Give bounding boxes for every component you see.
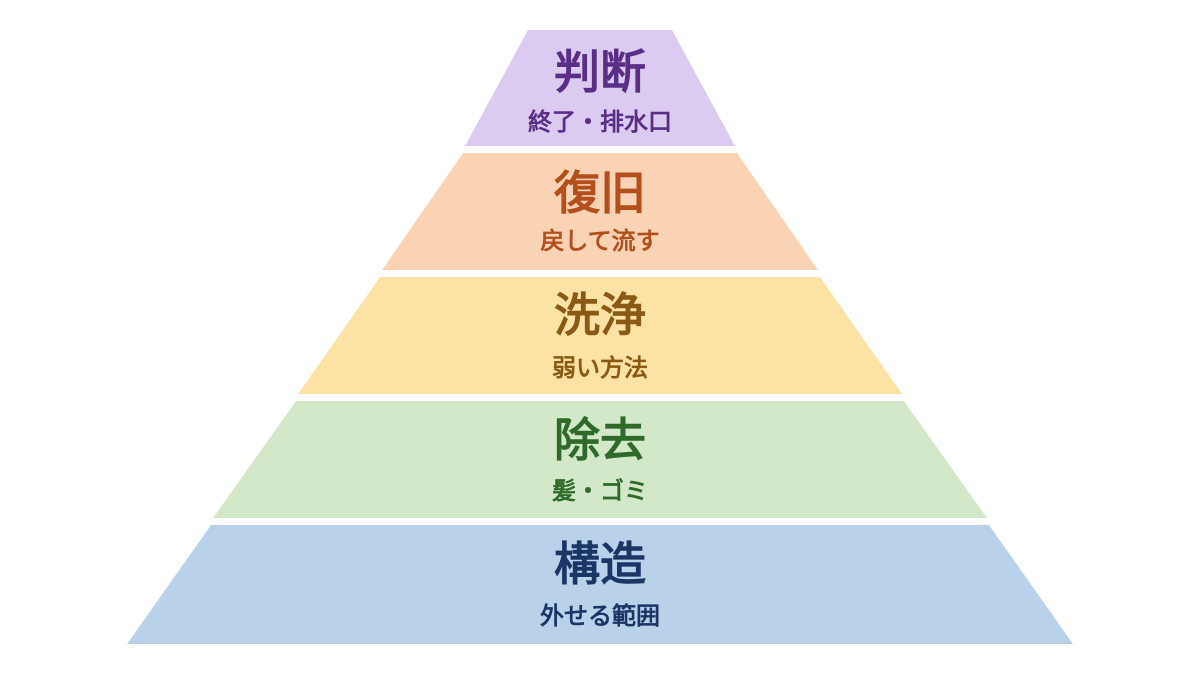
pyramid-tier: 構造 外せる範囲 [127,525,1073,644]
tier-subtitle: 終了・排水口 [528,108,672,136]
tier-subtitle: 外せる範囲 [540,602,660,630]
pyramid-tier: 除去 髪・ゴミ [213,401,987,518]
tier-shape [213,401,987,518]
tier-shape [127,525,1073,644]
tier-title: 復旧 [553,166,646,220]
pyramid-tier: 判断 終了・排水口 [465,30,735,146]
tier-shape [465,30,735,146]
tier-title: 構造 [554,537,646,591]
tier-title: 洗浄 [554,288,646,342]
tier-title: 判断 [554,45,646,99]
tier-subtitle: 戻して流す [540,227,659,255]
tier-shape [382,153,818,270]
pyramid-tier: 復旧 戻して流す [382,153,818,270]
tier-title: 除去 [554,413,646,467]
tier-shape [298,277,902,394]
pyramid-tier: 洗浄 弱い方法 [298,277,902,394]
tier-subtitle: 弱い方法 [552,354,648,382]
tier-subtitle: 髪・ゴミ [551,477,648,505]
